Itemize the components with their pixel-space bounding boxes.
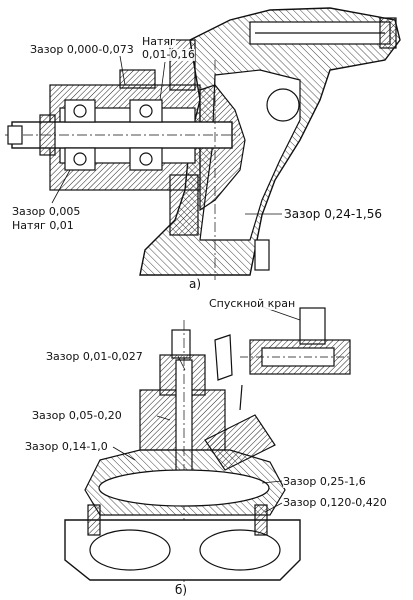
interference-label-top-value: 0,01-0,16 xyxy=(142,48,195,61)
gap-label-b2: Зазор 0,05-0,20 xyxy=(32,409,122,422)
gap-label-right: Зазор 0,24-1,56 xyxy=(284,207,382,221)
gap-label-top: Зазор 0,000-0,073 xyxy=(30,43,134,56)
gap-label-b4: Зазор 0,25-1,6 xyxy=(283,475,366,488)
interference-label-top-title: Натяг xyxy=(142,35,176,48)
drain-valve-label: Спускной кран xyxy=(209,297,296,310)
figure-b-caption: б) xyxy=(175,583,188,597)
figure-a-drawing xyxy=(5,7,401,280)
figure-a-caption: а) xyxy=(189,277,202,291)
interference-label-left: Натяг 0,01 xyxy=(12,219,74,232)
gap-label-b5: Зазор 0,120-0,420 xyxy=(283,496,387,509)
figure-b-drawing xyxy=(64,305,351,590)
gap-label-left: Зазор 0,005 xyxy=(12,205,81,218)
gap-label-b1: Зазор 0,01-0,027 xyxy=(46,350,143,363)
gap-label-b3: Зазор 0,14-1,0 xyxy=(25,440,108,453)
